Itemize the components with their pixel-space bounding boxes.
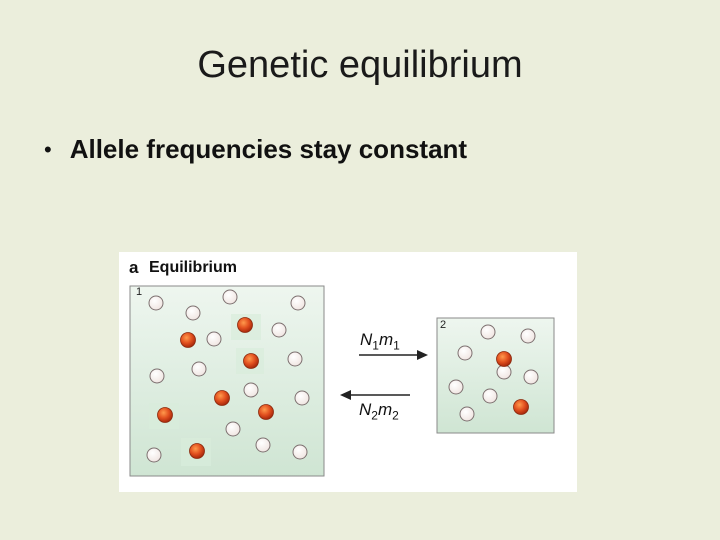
bullet-text: Allele frequencies stay constant [70, 134, 467, 165]
migration-figure: a Equilibrium 1 2 N1m1 N2m2 [119, 252, 577, 492]
bullet-item: • Allele frequencies stay constant [44, 134, 467, 165]
figure-graphic [119, 252, 577, 492]
migration-forward-label: N1m1 [360, 330, 400, 352]
population-1-label: 1 [136, 286, 142, 298]
population-2-label: 2 [440, 319, 446, 331]
migration-back-label: N2m2 [359, 400, 399, 422]
bullet-dot-icon: • [44, 137, 52, 163]
panel-letter: a [129, 258, 138, 278]
migration-back-arrow [340, 390, 410, 400]
panel-title: Equilibrium [149, 259, 237, 277]
slide-title: Genetic equilibrium [0, 44, 720, 87]
